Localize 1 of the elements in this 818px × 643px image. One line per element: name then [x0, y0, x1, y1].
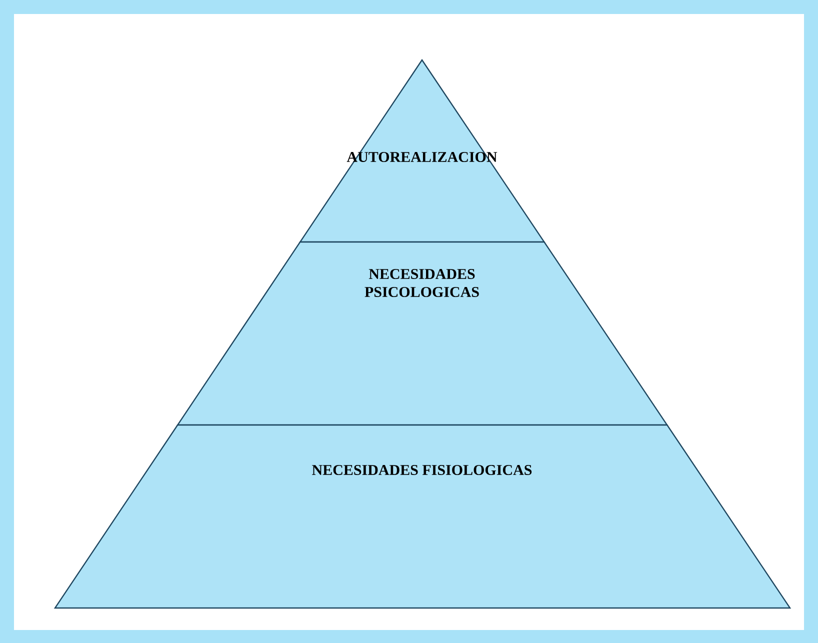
pyramid-level: NECESIDADES FISIOLOGICAS	[54, 424, 792, 609]
